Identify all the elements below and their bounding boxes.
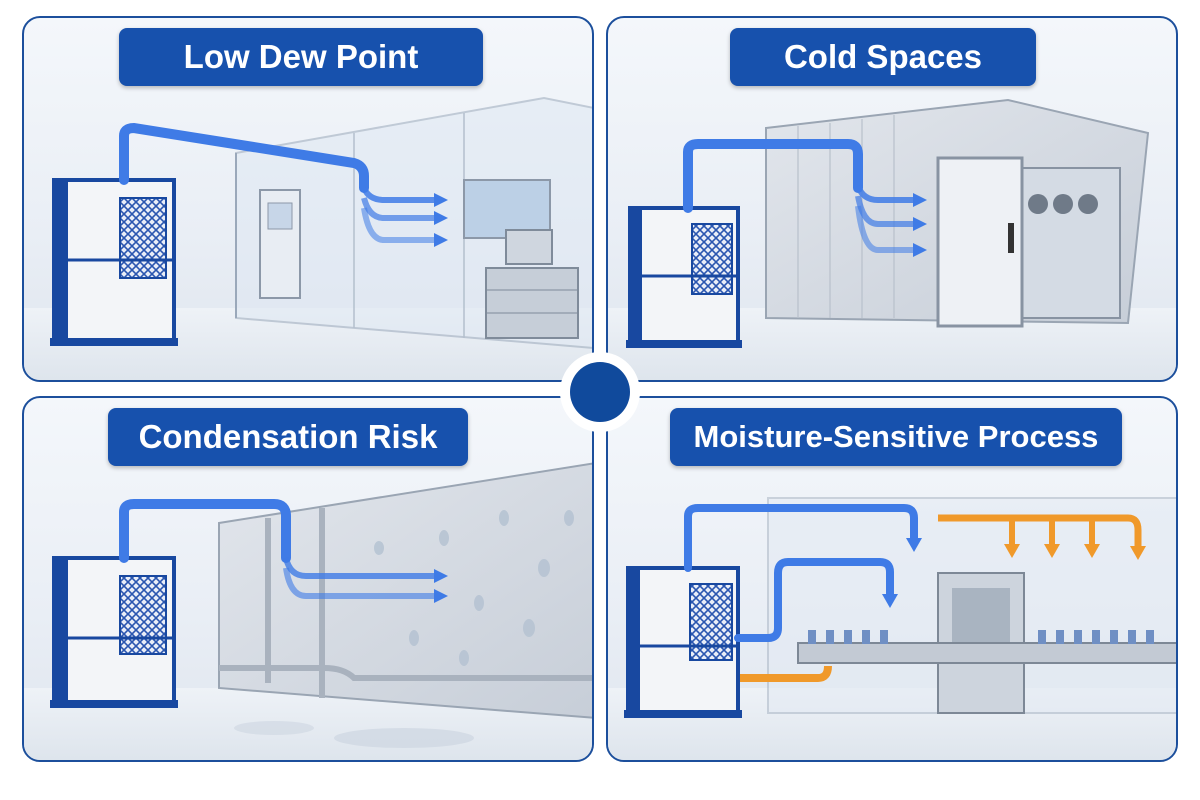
panel-condensation-risk: Condensation Risk — [22, 396, 594, 762]
center-hub-circle — [560, 352, 640, 432]
panel-moisture-sensitive-process: Moisture-Sensitive Process — [606, 396, 1178, 762]
panel-title: Condensation Risk — [108, 408, 468, 466]
panel-title: Moisture-Sensitive Process — [670, 408, 1122, 466]
panel-cold-spaces: Cold Spaces — [606, 16, 1178, 382]
low-dew-point-illustration — [24, 96, 592, 380]
cold-spaces-illustration — [608, 98, 1176, 380]
panel-title: Cold Spaces — [730, 28, 1036, 86]
condensation-risk-illustration — [24, 462, 592, 760]
panel-title: Low Dew Point — [119, 28, 483, 86]
panel-low-dew-point: Low Dew Point — [22, 16, 594, 382]
moisture-sensitive-process-illustration — [608, 497, 1176, 760]
center-hub-dot — [570, 362, 630, 422]
